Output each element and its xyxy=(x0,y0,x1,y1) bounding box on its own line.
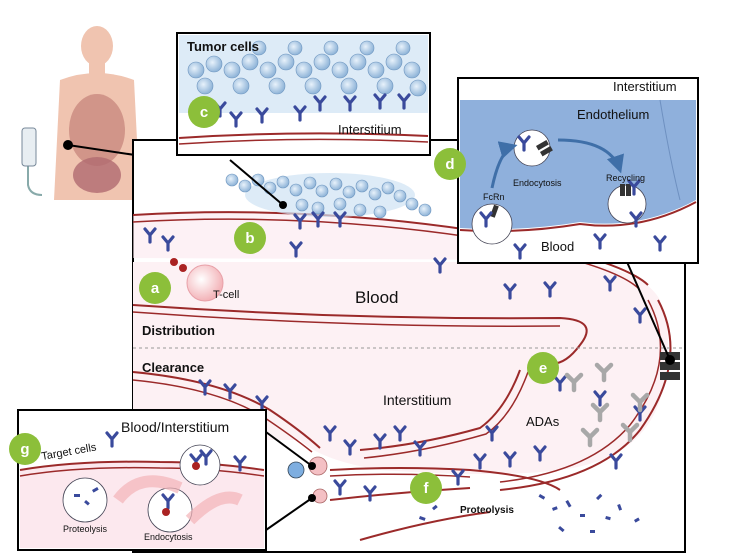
adas-label: ADAs xyxy=(526,414,560,429)
proteolysis-g-label: Proteolysis xyxy=(63,524,108,534)
tumor-cells-panel: Tumor cells Interstitium xyxy=(176,32,431,156)
badge-e: e xyxy=(527,352,559,384)
badge-g: g xyxy=(9,433,41,465)
connector-dot xyxy=(63,140,73,150)
badge-c: c xyxy=(188,96,220,128)
blood-endo-label: Blood xyxy=(541,239,574,254)
svg-text:f: f xyxy=(424,480,430,497)
svg-text:g: g xyxy=(20,441,29,458)
svg-text:c: c xyxy=(200,104,208,121)
badge-a: a xyxy=(139,272,171,304)
tumor-cell-cluster xyxy=(225,173,432,219)
blood-interstitium-panel: Blood/Interstitium Target cells Proteoly… xyxy=(17,409,267,551)
endocytosis-endo-label: Endocytosis xyxy=(513,178,562,188)
badge-d: d xyxy=(434,148,466,180)
svg-text:b: b xyxy=(245,230,254,247)
recycling-label: Recycling xyxy=(606,173,645,183)
endothelium-panel: Interstitium Endothelium Endocytosis Rec… xyxy=(457,77,699,264)
proteolysis-main-label: Proteolysis xyxy=(460,505,514,516)
blood-main-label: Blood xyxy=(355,288,398,307)
fcrn-label: FcRn xyxy=(483,192,505,202)
svg-text:e: e xyxy=(539,360,547,377)
interstitium-main-label: Interstitium xyxy=(383,392,451,408)
svg-text:a: a xyxy=(151,280,160,297)
endothelium-label: Endothelium xyxy=(577,107,649,122)
proteolysis-fragments xyxy=(418,493,640,533)
endocytosis-g-label: Endocytosis xyxy=(144,532,193,542)
distribution-label: Distribution xyxy=(142,323,215,338)
t-cell xyxy=(170,258,224,302)
human-figure xyxy=(21,26,140,200)
badge-b: b xyxy=(234,222,266,254)
target-cell-markers xyxy=(287,456,328,504)
interstitium-tumor-label: Interstitium xyxy=(338,122,402,137)
interstitium-endo-label: Interstitium xyxy=(613,79,677,94)
blood-interstitium-label: Blood/Interstitium xyxy=(121,419,229,435)
badge-f: f xyxy=(410,472,442,504)
clearance-label: Clearance xyxy=(142,360,204,375)
t-cell-label: T-cell xyxy=(213,289,239,301)
svg-text:d: d xyxy=(445,156,454,173)
tumor-cells-label: Tumor cells xyxy=(187,39,259,54)
